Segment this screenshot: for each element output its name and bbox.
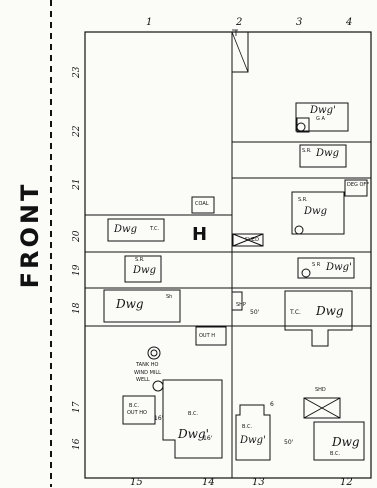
sixteen-label-2: 16' xyxy=(203,435,213,442)
ga-label: G A xyxy=(316,116,325,122)
dwg-label-l1: Dwg xyxy=(114,224,137,235)
top-number-3: 3 xyxy=(296,17,303,28)
sh-label: Sh xyxy=(166,294,173,300)
sr-label-r3: S.R. xyxy=(298,197,308,203)
shd-label: SHD xyxy=(315,387,326,393)
dwg-label-r5: Dwg xyxy=(316,304,344,318)
tc-label-r5: T.C. xyxy=(290,309,301,316)
bc-label-r6: B.C. xyxy=(330,451,341,457)
dwg-label-r4: Dwg' xyxy=(326,262,352,273)
sr-label-r2: S.R. xyxy=(302,148,312,154)
shed-label-r: SHED xyxy=(245,237,259,243)
big-h-label: H xyxy=(192,224,208,245)
dwg-label-r6: Dwg xyxy=(332,435,360,449)
lot-number-20: 20 xyxy=(72,230,82,242)
dwg-label-r1: Dwg' xyxy=(310,105,336,116)
bc-label-l: B.C. xyxy=(129,403,140,409)
well-symbols xyxy=(147,122,311,392)
dwg-label-l4: Dwg' xyxy=(178,427,209,441)
dwg-label-r3: Dwg xyxy=(304,206,327,217)
top-number-1: 1 xyxy=(146,17,153,28)
lot-number-21: 21 xyxy=(72,178,82,190)
sixteen-label-1: 16' xyxy=(154,415,164,422)
lot-number-22: 22 xyxy=(72,125,82,137)
fifty-label-2: 50' xyxy=(284,439,294,446)
tank-ho-label: TANK HO xyxy=(136,362,159,368)
sr-label-l2: S.R. xyxy=(135,257,145,263)
tick-marks xyxy=(232,29,238,36)
top-number-4: 4 xyxy=(346,17,353,28)
fifty-label-1: 50' xyxy=(250,309,260,316)
left-lot-lines xyxy=(85,214,232,327)
windmill-label: WIND MILL xyxy=(134,370,161,376)
outho-label-bc: OUT HO xyxy=(127,410,147,416)
dwg-label-r2: Dwg xyxy=(316,148,339,159)
outho-label-l: OUT H xyxy=(199,333,215,339)
bottom-number-12: 12 xyxy=(340,477,353,488)
lot-number-18: 18 xyxy=(72,302,82,314)
shp-label: SHP xyxy=(236,302,246,308)
bottom-number-15: 15 xyxy=(130,477,143,488)
deg-off-label: DEG OFF xyxy=(347,182,370,188)
bc-label-c: B.C. xyxy=(242,424,253,430)
well-label: WELL xyxy=(136,377,150,383)
lot-number-16: 16 xyxy=(72,438,82,450)
sr-label-r4: S R xyxy=(312,262,321,268)
shed-top xyxy=(231,31,249,73)
dwg-label-c: Dwg' xyxy=(240,435,266,446)
top-number-2: 2 xyxy=(236,17,243,28)
bottom-number-13: 13 xyxy=(252,477,265,488)
coal-label: COAL xyxy=(195,201,209,207)
left-buildings xyxy=(103,196,271,461)
tc-label-l1: T.C. xyxy=(150,226,160,232)
block-outline xyxy=(84,31,372,479)
right-lot-lines xyxy=(232,141,371,327)
front-label: FRONT xyxy=(16,181,44,289)
sheds-x xyxy=(232,233,341,419)
lot-number-19: 19 xyxy=(72,264,82,276)
lot-number-17: 17 xyxy=(72,401,82,413)
dwg-label-l2: Dwg xyxy=(133,265,156,276)
dwg-label-l3: Dwg xyxy=(116,297,144,311)
lot-number-23: 23 xyxy=(72,66,82,78)
right-buildings xyxy=(231,102,368,461)
bc-label-l2: B.C. xyxy=(188,411,199,417)
bottom-number-14: 14 xyxy=(202,477,215,488)
six-label: 6 xyxy=(270,401,274,408)
